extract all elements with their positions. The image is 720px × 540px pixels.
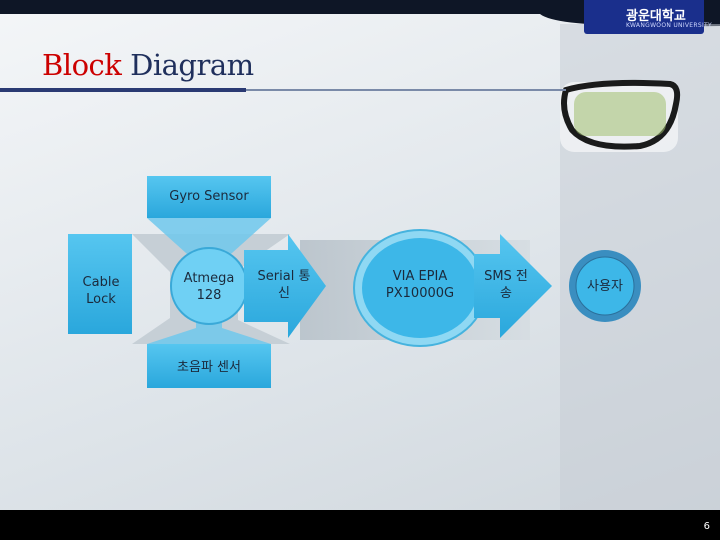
serial-label: Serial 통신 (257, 269, 311, 301)
ultrasonic-sensor-label: 초음파 센서 (177, 360, 241, 375)
gyro-sensor-block (147, 176, 271, 218)
university-logo-name: 광운대학교 (626, 9, 686, 24)
title-underline-thin (246, 89, 566, 91)
page-number: 6 (703, 521, 710, 532)
serial-arrow (244, 234, 326, 338)
sms-arrow (474, 234, 552, 338)
university-logo-subtitle: KWANGWOON UNIVERSITY (626, 22, 712, 29)
title-word-block: Block (42, 48, 122, 82)
sms-label: SMS 전 송 (484, 269, 528, 301)
atmega-label: Atmega 128 (183, 271, 235, 303)
ultrasonic-sensor-block (147, 344, 271, 388)
title-word-diagram: Diagram (130, 48, 254, 82)
cable-lock-block (68, 234, 132, 334)
user-node (575, 256, 635, 316)
university-logo (584, 0, 704, 34)
slide-title: Block Diagram (42, 48, 254, 82)
via-epia-label: VIA EPIA PX10000G (385, 269, 455, 301)
glasses-image (560, 79, 681, 152)
cable-lock-label: Cable Lock (82, 275, 120, 307)
user-label: 사용자 (587, 279, 623, 294)
gyro-sensor-label: Gyro Sensor (169, 189, 249, 204)
via-epia-inner (362, 238, 478, 338)
title-underline (0, 88, 246, 92)
